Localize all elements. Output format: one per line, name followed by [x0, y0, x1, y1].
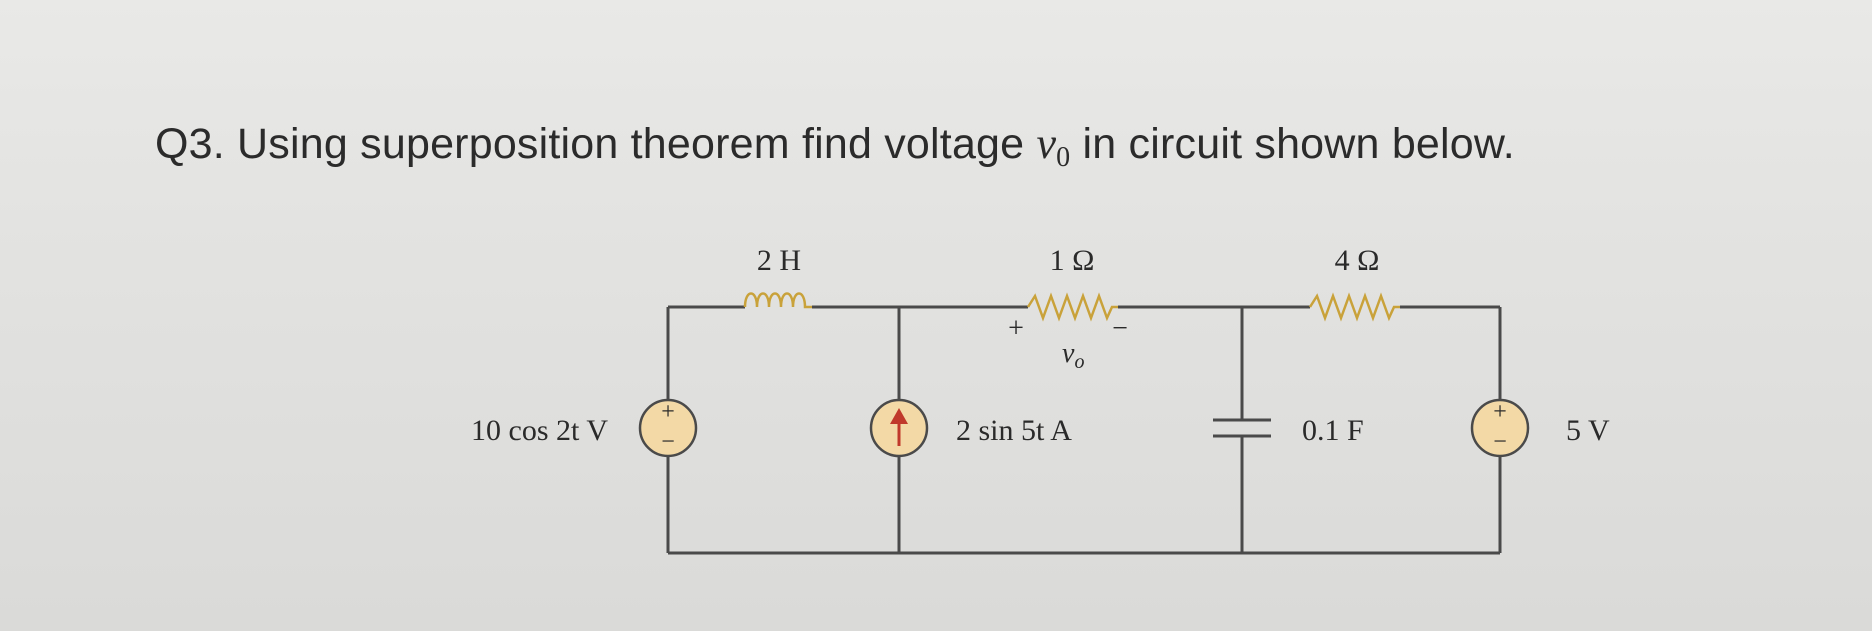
resistor-2-label: 4 Ω	[1335, 244, 1380, 277]
question-subscript: 0	[1056, 142, 1071, 173]
inductor-label: 2 H	[757, 244, 801, 277]
source-right-label: 5 V	[1566, 414, 1610, 447]
source-left-minus: −	[661, 429, 675, 455]
question-text: Q3. Using superposition theorem find vol…	[155, 118, 1515, 174]
current-source-label: 2 sin 5t A	[956, 414, 1072, 447]
resistor-1-label: 1 Ω	[1050, 244, 1095, 277]
question-prefix: Q3. Using superposition theorem find vol…	[155, 120, 1037, 168]
voltage-source-right	[1470, 398, 1530, 458]
voltage-source-left	[638, 398, 698, 458]
vo-minus-sign: −	[1112, 313, 1128, 344]
source-left-label: 10 cos 2t V	[471, 414, 608, 447]
vo-plus-sign: +	[1008, 313, 1024, 344]
vo-label-subscript: o	[1074, 351, 1084, 373]
question-suffix: in circuit shown below.	[1070, 120, 1515, 168]
resistor-2-zigzag	[1308, 292, 1400, 322]
source-right-minus: −	[1493, 429, 1507, 455]
circuit-wires	[666, 305, 1502, 555]
capacitor-label: 0.1 F	[1302, 414, 1364, 447]
question-variable: v	[1036, 119, 1057, 168]
source-right-plus: +	[1493, 399, 1507, 425]
current-source-arrow-head	[890, 408, 908, 424]
inductor-coil	[743, 292, 812, 309]
resistor-1-zigzag	[1026, 292, 1118, 322]
vo-label: vo	[1062, 338, 1084, 373]
vo-label-letter: v	[1062, 338, 1075, 369]
source-left-plus: +	[661, 399, 675, 425]
